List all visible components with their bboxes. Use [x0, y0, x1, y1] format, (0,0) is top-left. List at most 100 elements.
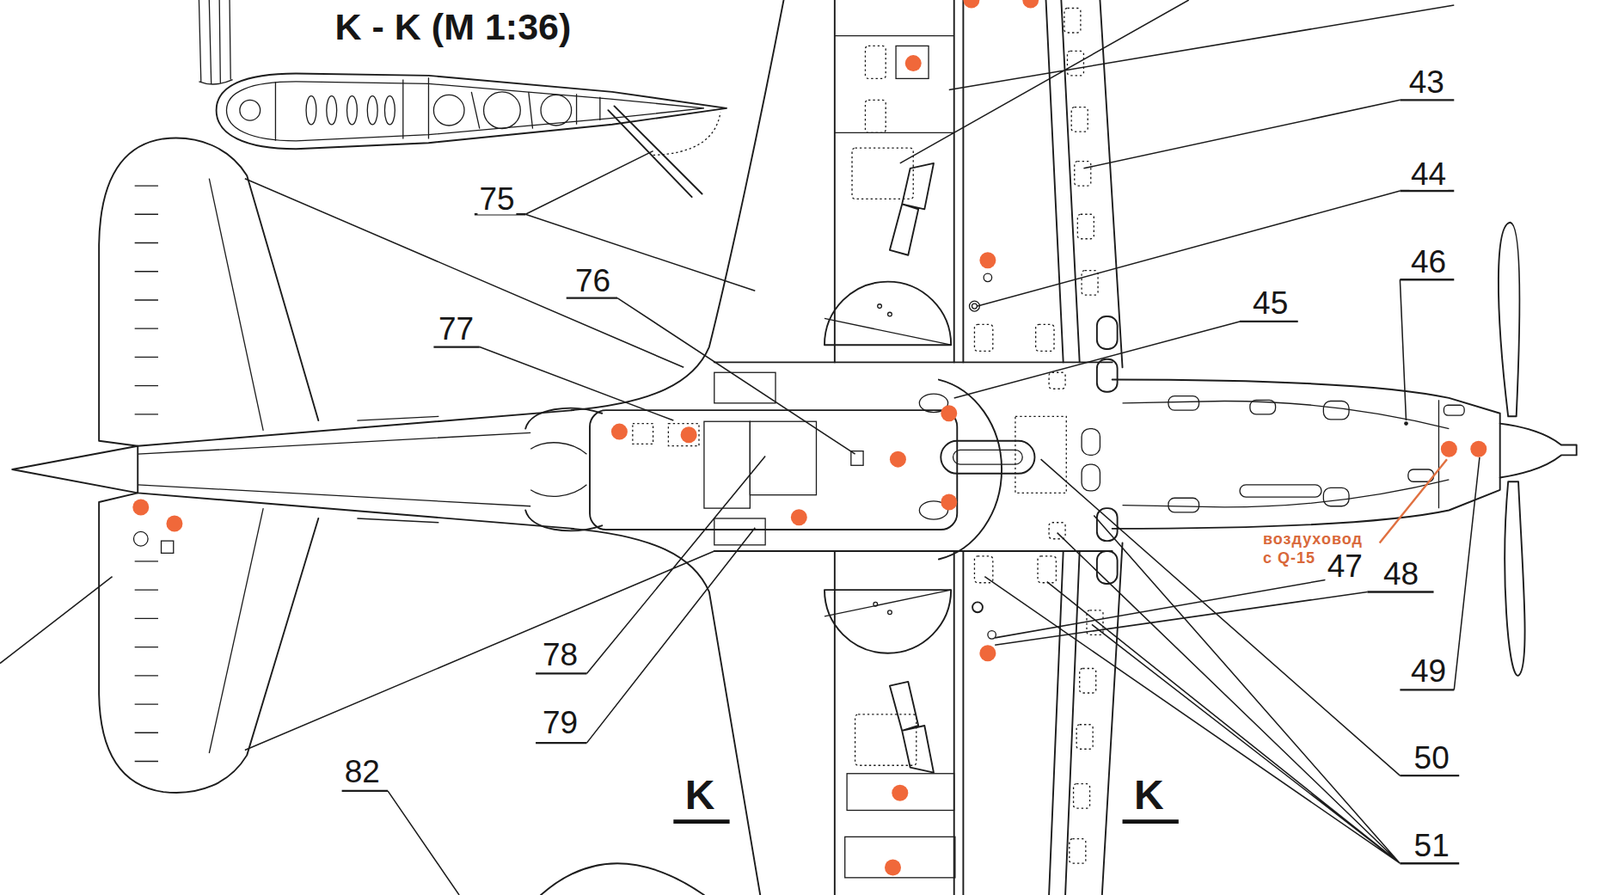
engine-cowling: [1168, 497, 1200, 513]
wing: [1077, 214, 1094, 239]
part-fragment: [198, 0, 233, 85]
marker-dot: [979, 251, 996, 269]
landing-gear: [824, 163, 951, 773]
callout-number: 76: [573, 264, 613, 297]
wing: [834, 0, 964, 362]
center-section: [668, 423, 699, 447]
wing: [971, 303, 977, 309]
landing-gear: [824, 281, 951, 346]
center-section: [589, 361, 1113, 559]
landing-gear: [889, 681, 934, 773]
wing: [1073, 784, 1091, 809]
section-airfoil: [216, 73, 727, 149]
engine-cowling: [1097, 551, 1118, 584]
wing: [1046, 0, 1123, 368]
wing: [1037, 556, 1056, 583]
engine-cowling: [1081, 316, 1501, 584]
leader-line: [994, 457, 1480, 776]
landing-gear: [877, 304, 883, 309]
wing: [1069, 839, 1086, 864]
callout-number: 46: [1409, 245, 1448, 277]
engine-cowling: [1403, 421, 1409, 426]
section-airfoil: [275, 77, 600, 141]
section-airfoil: [653, 112, 721, 156]
landing-gear: [824, 318, 951, 345]
callout-number: 51: [1412, 828, 1452, 861]
leader-line: [0, 0, 1480, 895]
section-airfoil: [347, 96, 358, 125]
wing: [1079, 668, 1097, 693]
leader-line: [1379, 459, 1447, 543]
marker-dot: [889, 451, 907, 468]
callout-number: 82: [343, 755, 382, 788]
center-section: [704, 421, 750, 509]
landing-gear: [888, 610, 893, 615]
marker-dot: [1440, 441, 1458, 458]
marker-dot: [940, 404, 957, 422]
section-airfoil: [306, 96, 317, 125]
horizontal-stabilizer: [133, 531, 148, 546]
wing: [895, 45, 929, 79]
horizontal-stabilizer: [98, 138, 319, 447]
wing: [834, 551, 964, 895]
marker-dot: [132, 0, 1487, 876]
part-fragment: [540, 863, 705, 895]
marker-dot: [680, 426, 698, 443]
engine-cowling: [1443, 404, 1465, 416]
marker-dot: [165, 514, 183, 532]
engine-cowling: [1168, 396, 1200, 411]
center-section: [1015, 416, 1067, 493]
marker-dot: [1022, 0, 1039, 8]
engine-cowling: [1250, 399, 1276, 415]
engine-cowling: [1081, 464, 1100, 491]
wing: [1064, 7, 1081, 32]
fuselage: [12, 0, 784, 895]
center-section: [589, 410, 957, 530]
fuselage: [137, 416, 531, 522]
engine-cowling: [1112, 380, 1501, 529]
fuselage: [12, 410, 574, 529]
wing: [834, 0, 1123, 895]
engine-cowling: [1081, 429, 1100, 456]
section-airfoil: [326, 96, 338, 125]
section-mark: K: [1132, 774, 1166, 816]
marker-dot: [891, 784, 908, 802]
propeller: [1498, 222, 1577, 676]
wing: [1048, 522, 1066, 540]
leader-line: [900, 0, 1454, 421]
callout-number: 45: [1250, 287, 1290, 319]
marker-dot: [611, 423, 628, 441]
center-section: [749, 421, 816, 495]
marker-dot: [132, 498, 149, 515]
marker-dot: [884, 858, 902, 876]
landing-gear: [824, 589, 951, 654]
marker-dot: [905, 55, 922, 72]
leader-line: [0, 456, 766, 895]
callout-number: 78: [540, 637, 580, 670]
wing: [987, 631, 996, 639]
horizontal-stabilizer: [134, 185, 159, 415]
horizontal-stabilizer: [98, 138, 319, 793]
callout-number: 79: [540, 706, 580, 739]
propeller: [1498, 222, 1520, 417]
wing: [846, 773, 955, 811]
horizontal-stabilizer: [98, 492, 319, 793]
horizontal-stabilizer: [208, 178, 264, 431]
fuselage: [530, 442, 587, 497]
callout-underline: [342, 99, 1460, 864]
section-airfoil: [540, 94, 572, 126]
section-airfoil: [226, 81, 704, 141]
wing: [1048, 542, 1122, 895]
wing: [1071, 107, 1088, 132]
section-airfoil: [607, 105, 702, 197]
wing: [1036, 324, 1055, 351]
section-airfoil: [239, 99, 261, 121]
callout-underline: [673, 819, 1178, 824]
propeller: [1500, 423, 1577, 479]
landing-gear: [824, 589, 951, 617]
engine-cowling: [1097, 316, 1118, 350]
wing: [1066, 50, 1084, 75]
marker-dot: [979, 644, 996, 662]
